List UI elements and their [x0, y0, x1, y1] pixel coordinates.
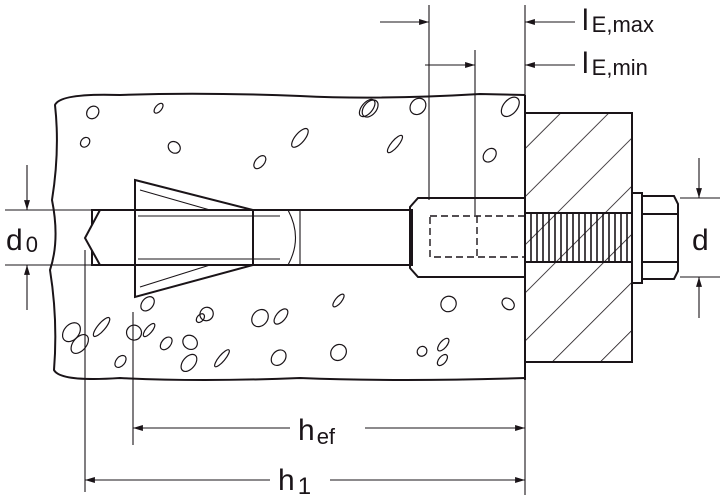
svg-text:d: d	[692, 224, 709, 257]
aggregate-bubble	[436, 353, 449, 367]
aggregate-bubble	[214, 349, 230, 368]
coupling-nut	[409, 197, 526, 278]
aggregate-bubble	[291, 127, 309, 148]
aggregate-bubble	[361, 99, 379, 118]
d-dimension: d	[680, 158, 720, 318]
aggregate-bubble	[70, 333, 90, 355]
svg-text:d0: d0	[6, 224, 38, 257]
aggregate-bubble	[270, 349, 287, 366]
aggregate-bubble	[482, 147, 497, 163]
aggregate-bubble	[500, 96, 520, 118]
aggregate-bubble	[86, 105, 100, 120]
aggregate-bubble	[251, 308, 269, 328]
aggregate-bubble	[182, 334, 198, 351]
aggregate-bubble	[273, 308, 289, 325]
aggregate-bubble	[253, 155, 267, 170]
aggregate-bubble	[440, 295, 457, 313]
aggregate-bubble	[153, 102, 164, 114]
aggregate-bubbles	[61, 96, 520, 373]
aggregate-bubble	[416, 345, 428, 357]
aggregate-bubble	[167, 140, 181, 154]
hef-dimension: hef	[133, 414, 525, 449]
svg-text:lE,max: lE,max	[582, 4, 654, 37]
aggregate-bubble	[79, 136, 91, 148]
aggregate-bubble	[409, 97, 427, 116]
svg-text:h1: h1	[278, 464, 311, 500]
threaded-rod	[524, 212, 633, 263]
svg-text:hef: hef	[298, 414, 336, 449]
washer	[631, 192, 643, 284]
aggregate-bubble	[114, 354, 127, 369]
aggregate-bubble	[180, 353, 198, 373]
aggregate-bubble	[199, 306, 214, 322]
aggregate-bubble	[330, 343, 347, 362]
aggregate-bubble	[332, 293, 345, 308]
aggregate-bubble	[437, 337, 450, 352]
expansion-sleeve	[134, 178, 254, 299]
aggregate-bubble	[61, 322, 81, 343]
concrete-base	[48, 92, 526, 381]
aggregate-bubble	[142, 322, 156, 338]
aggregate-bubble	[159, 336, 173, 351]
aggregate-bubble	[386, 134, 404, 154]
anchor-bolt	[83, 178, 679, 299]
aggregate-bubble	[501, 297, 515, 311]
aggregate-bubble	[140, 296, 155, 312]
aggregate-bubble	[125, 324, 143, 341]
svg-text:lE,min: lE,min	[582, 47, 648, 80]
aggregate-bubble	[92, 316, 111, 338]
hex-nut	[641, 195, 679, 280]
